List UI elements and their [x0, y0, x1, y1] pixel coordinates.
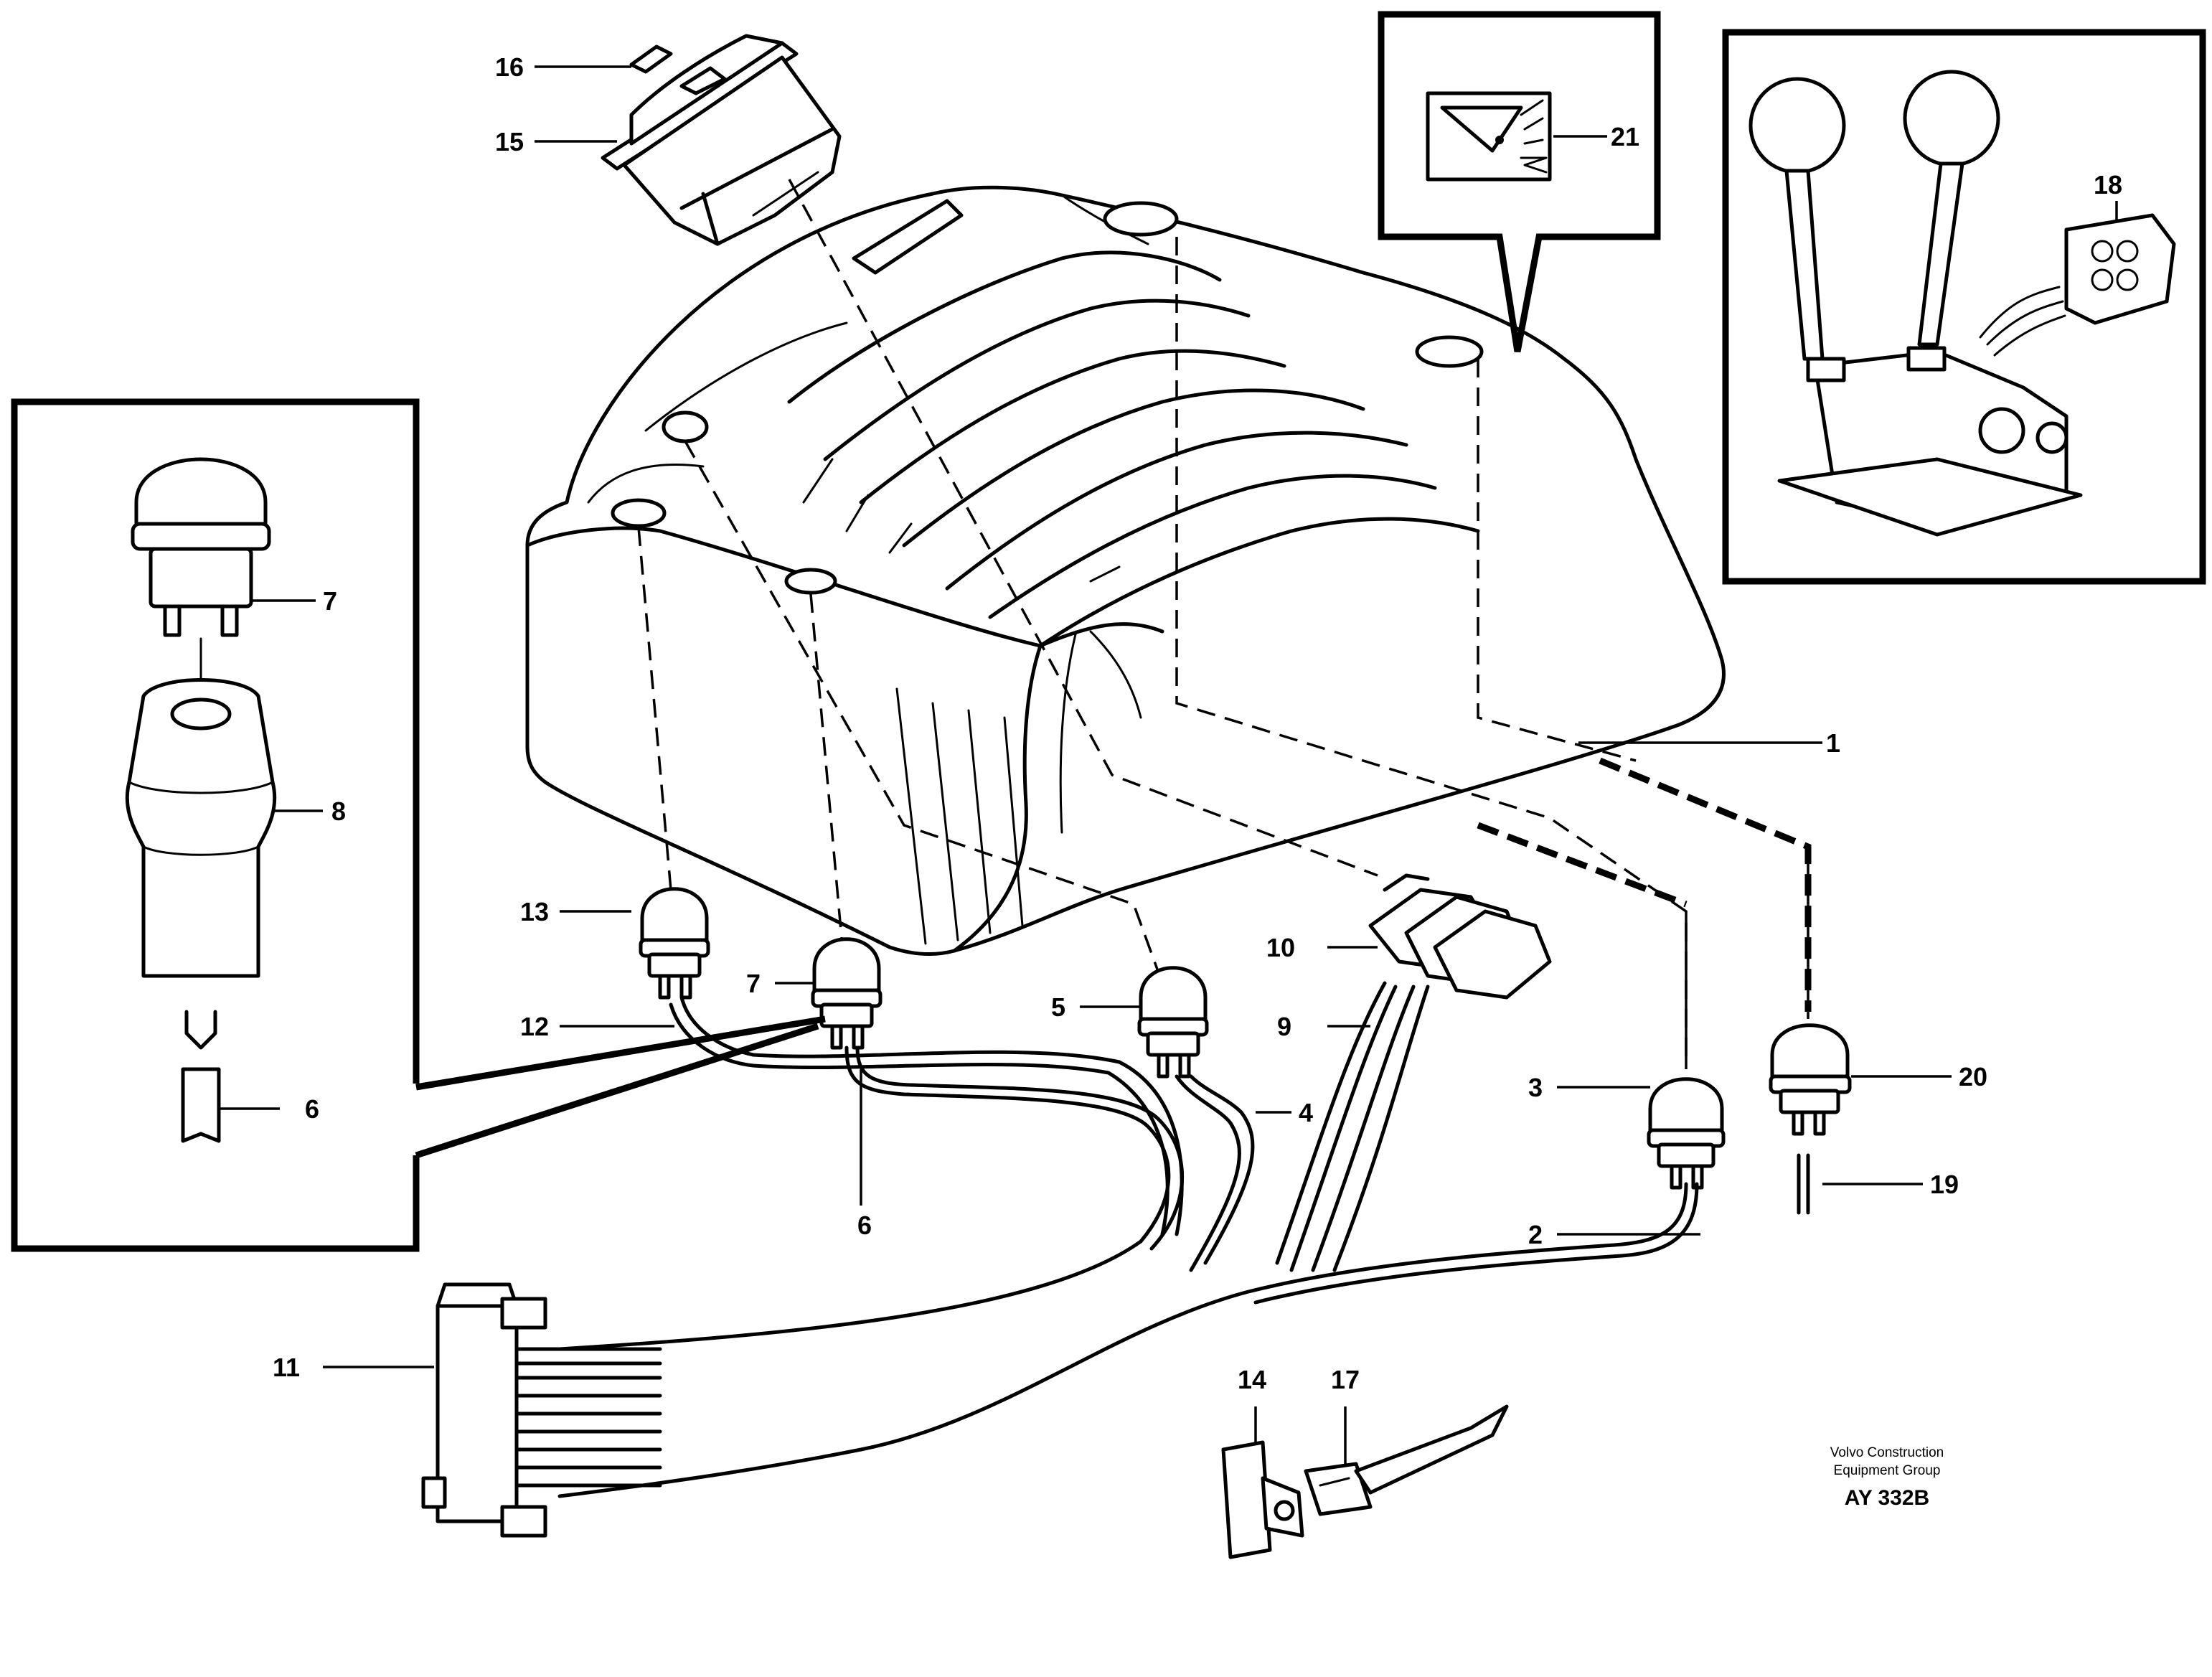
publisher-credit: Volvo Construction Equipment Group AY 33…	[1830, 1445, 1944, 1510]
callout-17: 17	[1331, 1365, 1360, 1394]
callout-11: 11	[273, 1353, 300, 1382]
console-housing	[525, 185, 1726, 957]
callout-7-inset: 7	[323, 586, 337, 616]
callout-9: 9	[1277, 1012, 1291, 1041]
callout-1: 1	[1826, 728, 1840, 758]
callout-7: 7	[746, 969, 761, 998]
credit-line-2: Equipment Group	[1834, 1463, 1941, 1478]
callout-10: 10	[1266, 933, 1295, 962]
callout-6-inset: 6	[305, 1094, 319, 1124]
connector-11	[421, 1282, 662, 1538]
inset-left-button-detail	[11, 398, 826, 1252]
callout-18: 18	[2094, 170, 2122, 199]
callout-14: 14	[1238, 1365, 1266, 1394]
callout-15: 15	[495, 127, 524, 156]
callout-12: 12	[520, 1012, 549, 1041]
inset-symbol-detail	[1378, 11, 1661, 352]
assembly-dashed-lines	[637, 179, 1812, 1069]
push-button-20	[1769, 1023, 1852, 1215]
callout-2: 2	[1528, 1220, 1543, 1249]
callout-21: 21	[1611, 122, 1639, 151]
push-button-13	[639, 887, 710, 1000]
callout-numbers: 16 15 21 18 7 8 6 1 13 12 7 5 10 9 4 6 3…	[273, 52, 2122, 1394]
credit-line-1: Volvo Construction	[1830, 1445, 1944, 1460]
clip-14	[1221, 1440, 1304, 1559]
push-button-5	[1137, 966, 1209, 1079]
inset-joystick-detail	[1722, 29, 2206, 585]
callout-16: 16	[495, 52, 524, 82]
diagram-code: AY 332B	[1845, 1486, 1929, 1510]
connector-10	[1368, 873, 1552, 1000]
rocker-switch-assembly	[601, 34, 842, 246]
callout-8: 8	[331, 797, 346, 826]
callout-3: 3	[1528, 1073, 1543, 1102]
callout-13: 13	[520, 897, 549, 926]
push-button-7	[811, 937, 883, 1050]
cable-tie-17	[1304, 1404, 1509, 1516]
callout-6: 6	[857, 1211, 872, 1240]
push-button-3	[1647, 1077, 1726, 1190]
callout-5: 5	[1051, 992, 1065, 1022]
callout-leaders	[194, 65, 2118, 1493]
callout-20: 20	[1959, 1062, 1987, 1091]
wiring-harness	[557, 981, 1699, 1498]
callout-4: 4	[1299, 1098, 1313, 1127]
callout-19: 19	[1930, 1170, 1959, 1199]
